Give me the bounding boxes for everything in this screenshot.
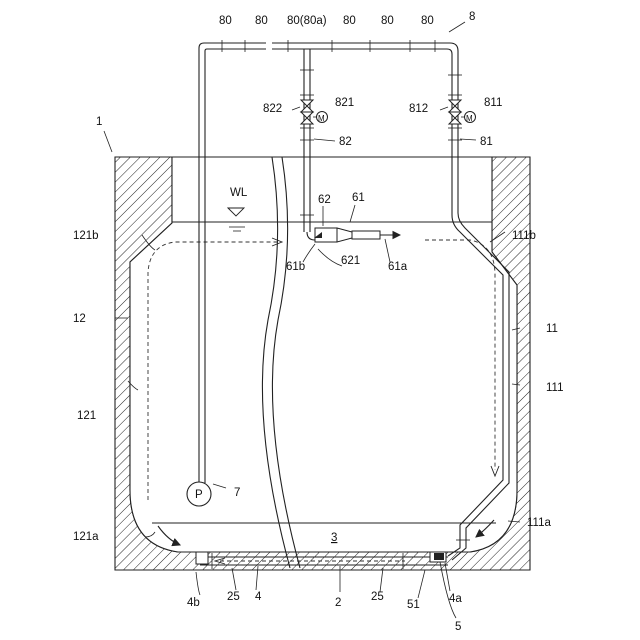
label-621: 621 <box>341 255 360 267</box>
label-4: 4 <box>255 591 262 603</box>
label-wl: WL <box>230 187 248 199</box>
label-p: P <box>195 489 203 501</box>
label-121b: 121b <box>73 230 99 242</box>
tank-wall <box>115 157 530 570</box>
label-25-2: 25 <box>371 591 384 603</box>
label-811: 811 <box>484 97 502 109</box>
label-2: 2 <box>335 597 341 609</box>
label-62: 62 <box>318 194 331 206</box>
label-80-3: 80 <box>343 15 356 27</box>
label-4a: 4a <box>449 593 462 605</box>
label-61b: 61b <box>286 261 305 273</box>
label-12: 12 <box>73 313 86 325</box>
label-4b: 4b <box>187 597 200 609</box>
label-121: 121 <box>77 410 96 422</box>
label-812: 812 <box>409 103 428 115</box>
label-25-1: 25 <box>227 591 240 603</box>
label-80-2: 80 <box>255 15 268 27</box>
label-80a: 80(80a) <box>287 15 327 27</box>
label-m-1: M <box>318 114 325 123</box>
label-5: 5 <box>455 621 461 633</box>
label-51: 51 <box>407 599 420 611</box>
label-61a: 61a <box>388 261 408 273</box>
label-821: 821 <box>335 97 354 109</box>
label-81: 81 <box>480 136 493 148</box>
label-1: 1 <box>96 116 102 128</box>
label-m-2: M <box>466 114 473 123</box>
label-80-4: 80 <box>381 15 394 27</box>
label-82: 82 <box>339 136 352 148</box>
label-822: 822 <box>263 103 282 115</box>
label-3: 3 <box>331 532 337 544</box>
label-61: 61 <box>352 192 365 204</box>
label-111: 111 <box>546 382 563 394</box>
label-80-1: 80 <box>219 15 232 27</box>
label-7: 7 <box>234 487 240 499</box>
label-111b: 111b <box>512 230 536 242</box>
header-pipe <box>199 40 458 58</box>
label-111a: 111a <box>527 517 551 529</box>
label-121a: 121a <box>73 531 99 543</box>
label-11: 11 <box>546 323 558 335</box>
label-8: 8 <box>469 11 475 23</box>
label-80-5: 80 <box>421 15 434 27</box>
